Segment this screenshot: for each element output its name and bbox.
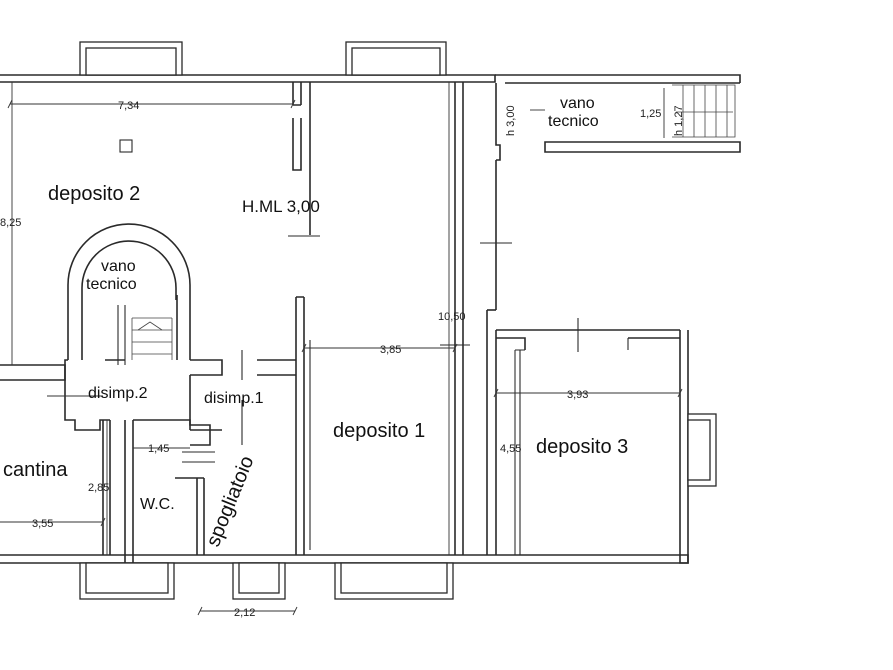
room-cantina: cantina [3, 459, 68, 481]
room-deposito-2: deposito 2 [48, 183, 140, 205]
height-note: H.ML 3,00 [242, 197, 320, 216]
dim-2-85: 2,85 [88, 482, 109, 494]
room-vano-tecnico-a-line2: tecnico [86, 276, 137, 293]
dim-8-25: 8,25 [0, 217, 21, 229]
dim-2-12: 2,12 [234, 607, 255, 619]
room-vano-tecnico-b-line2: tecnico [548, 113, 599, 130]
room-vano-tecnico-a-line1: vano [101, 258, 136, 275]
dimension-lines [0, 82, 683, 616]
walls [0, 74, 741, 564]
room-disimp-2: disimp.2 [88, 385, 148, 402]
dim-1-25: 1,25 [640, 108, 661, 120]
dim-3-55: 3,55 [32, 518, 53, 530]
room-disimp-1: disimp.1 [204, 390, 264, 407]
room-deposito-1: deposito 1 [333, 420, 425, 442]
dim-3-93: 3,93 [567, 389, 588, 401]
room-spogliatoio: spogliatoio [202, 453, 258, 550]
dim-4-55: 4,55 [500, 443, 521, 455]
windows [79, 41, 717, 600]
room-vano-tecnico-b-line1: vano [560, 95, 595, 112]
room-deposito-3: deposito 3 [536, 436, 628, 458]
dim-10-50: 10,50 [438, 311, 466, 323]
dim-h-3-00: h 3,00 [505, 105, 517, 136]
stairs [131, 84, 736, 360]
dim-3-85: 3,85 [380, 344, 401, 356]
dimension-labels: 7,34 8,25 10,50 3,85 3,93 4,55 1,45 2,85… [0, 100, 685, 619]
dim-h-1-27: h 1,27 [673, 105, 685, 136]
room-wc: W.C. [140, 496, 175, 513]
dim-1-45: 1,45 [148, 443, 169, 455]
dim-7-34: 7,34 [118, 100, 139, 112]
